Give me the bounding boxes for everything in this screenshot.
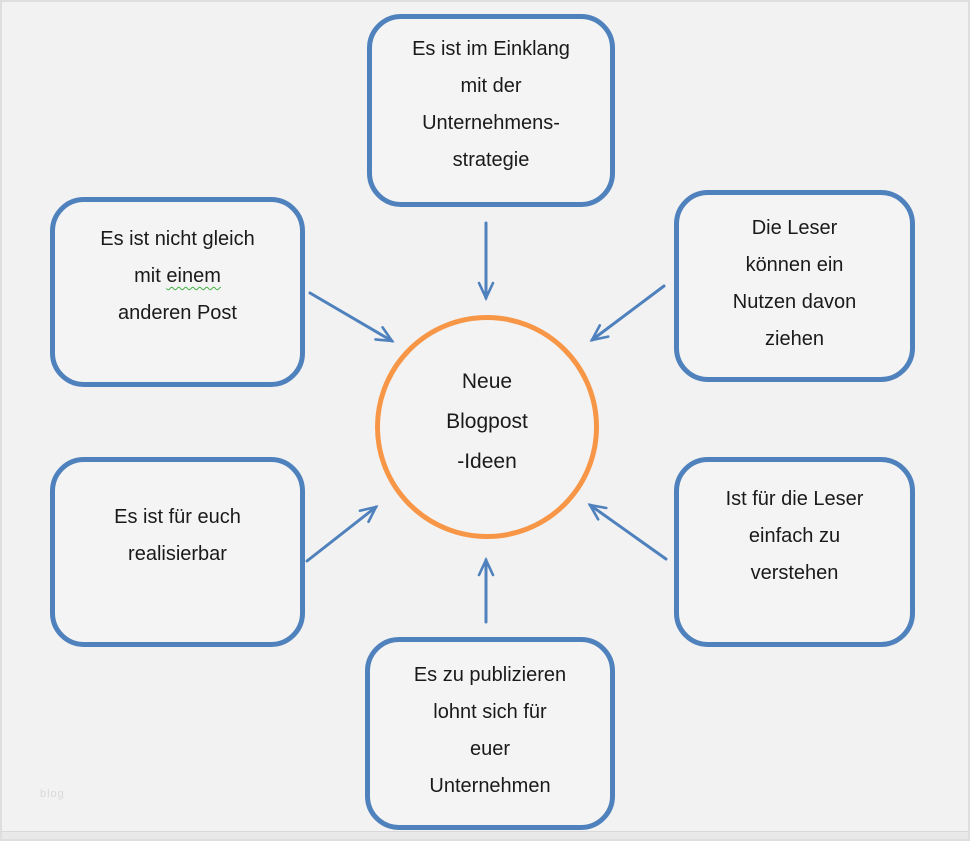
node-line: Es zu publizieren (413, 664, 567, 686)
node-top-left: Es ist nicht gleich mit einem anderen Po… (50, 197, 305, 387)
arrow-bottom-right-to-center (587, 503, 668, 561)
node-line: Unternehmen (429, 775, 551, 797)
node-line: Es ist nicht gleich (100, 228, 255, 250)
node-line: Es ist für euch (114, 506, 241, 528)
node-line: können ein (745, 254, 844, 276)
center-node-line: -Ideen (457, 450, 517, 473)
node-line: euer (469, 738, 511, 760)
node-line: Ist für die Leser (725, 488, 864, 510)
center-node-line: Blogpost (446, 410, 528, 433)
node-line: Unternehmens- (422, 112, 560, 134)
node-line: anderen Post (118, 302, 237, 324)
node-bottom-left: Es ist für euch realisierbar (50, 457, 305, 647)
node-line: verstehen (750, 562, 839, 584)
node-line: Es ist im Einklang (412, 38, 570, 60)
node-line: ziehen (765, 328, 824, 350)
node-line-text: mit (134, 265, 161, 287)
watermark-blog: blog (40, 788, 65, 800)
node-line: realisierbar (128, 543, 227, 565)
node-line: einfach zu (748, 525, 841, 547)
node-line: strategie (452, 149, 530, 171)
node-bottom: Es zu publizieren lohnt sich für euer Un… (365, 637, 615, 830)
node-line: Nutzen davon (732, 291, 857, 313)
node-line: Die Leser (751, 217, 838, 239)
spellcheck-underlined-word: einem (166, 265, 221, 287)
node-line: lohnt sich für (433, 701, 547, 723)
arrow-top-left-to-center (308, 291, 395, 343)
center-node: Neue Blogpost -Ideen (375, 315, 599, 539)
node-top: Es ist im Einklang mit der Unternehmens-… (367, 14, 615, 207)
bottom-edge-strip (2, 831, 968, 839)
center-node-line: Neue (461, 370, 513, 393)
node-bottom-right: Ist für die Leser einfach zu verstehen (674, 457, 915, 647)
node-line: mit der (460, 75, 522, 97)
arrow-bottom-left-to-center (305, 505, 379, 563)
node-line: mit einem (55, 258, 300, 295)
node-top-right: Die Leser können ein Nutzen davon ziehen (674, 190, 915, 382)
arrow-top-right-to-center (589, 284, 666, 342)
